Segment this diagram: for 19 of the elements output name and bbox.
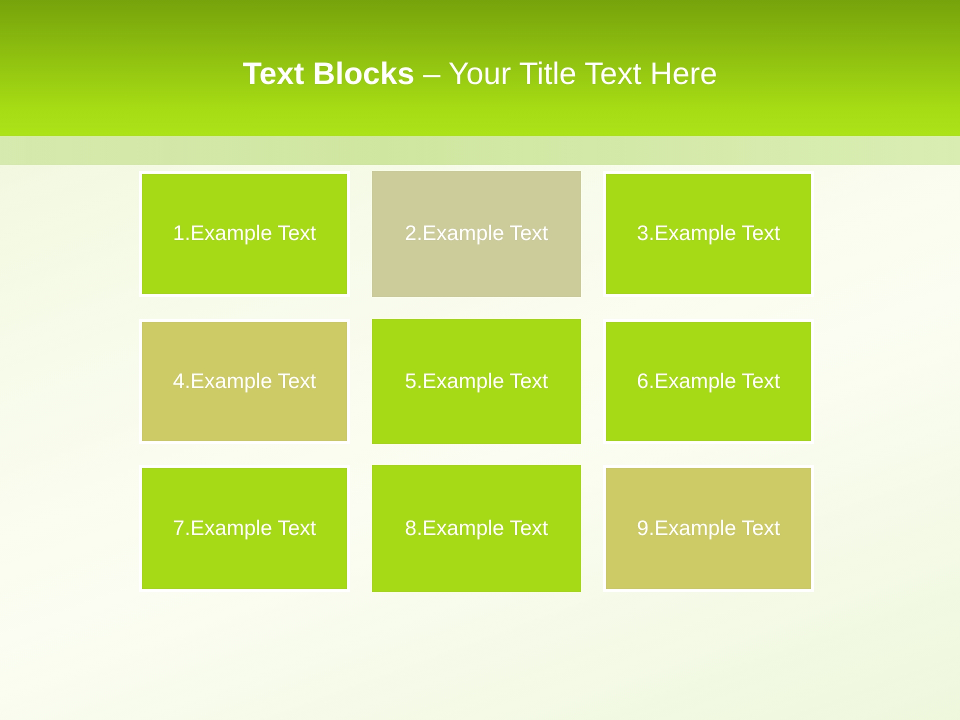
text-block xyxy=(139,171,350,297)
block-label: 4.Example Text xyxy=(172,370,316,394)
block-label: 1.Example Text xyxy=(172,222,316,246)
block-label: 7.Example Text xyxy=(172,516,316,540)
block-label: 6.Example Text xyxy=(636,370,780,394)
text-block xyxy=(372,319,581,444)
text-block xyxy=(139,465,350,592)
text-block xyxy=(372,171,581,297)
block-label: 9.Example Text xyxy=(636,516,780,540)
text-block xyxy=(139,319,350,444)
text-block xyxy=(603,171,814,297)
block-label: 5.Example Text xyxy=(404,370,548,394)
block-label: 8.Example Text xyxy=(404,516,548,540)
text-block xyxy=(372,465,581,592)
text-block xyxy=(603,319,814,444)
slide-title: Text Blocks – Your Title Text Here xyxy=(242,55,718,93)
block-label: 2.Example Text xyxy=(404,222,548,246)
text-block xyxy=(603,465,814,592)
block-label: 3.Example Text xyxy=(636,222,780,246)
